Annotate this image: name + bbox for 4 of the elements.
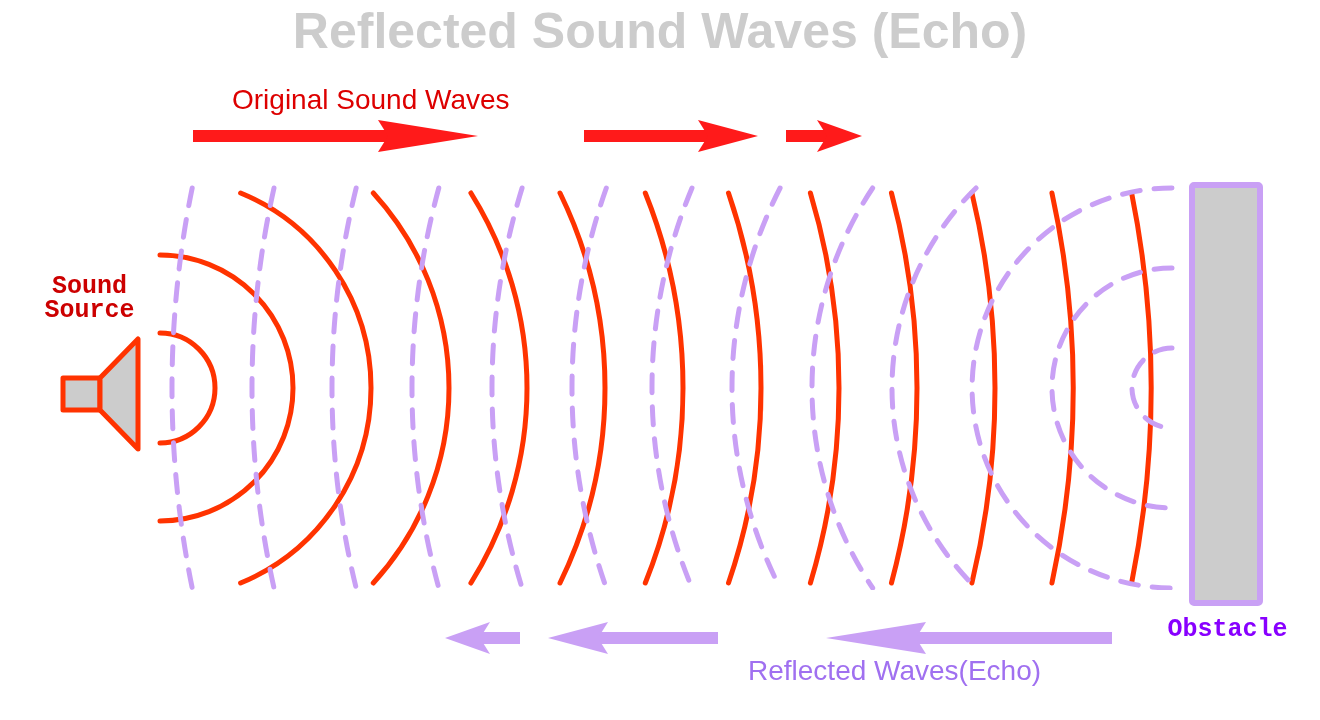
node-label: Obstacle <box>1166 618 1289 642</box>
wave-label: Original Sound Waves <box>232 84 510 116</box>
node-label: Sound Source <box>43 275 136 323</box>
wave-label: Reflected Waves(Echo) <box>748 655 1042 687</box>
